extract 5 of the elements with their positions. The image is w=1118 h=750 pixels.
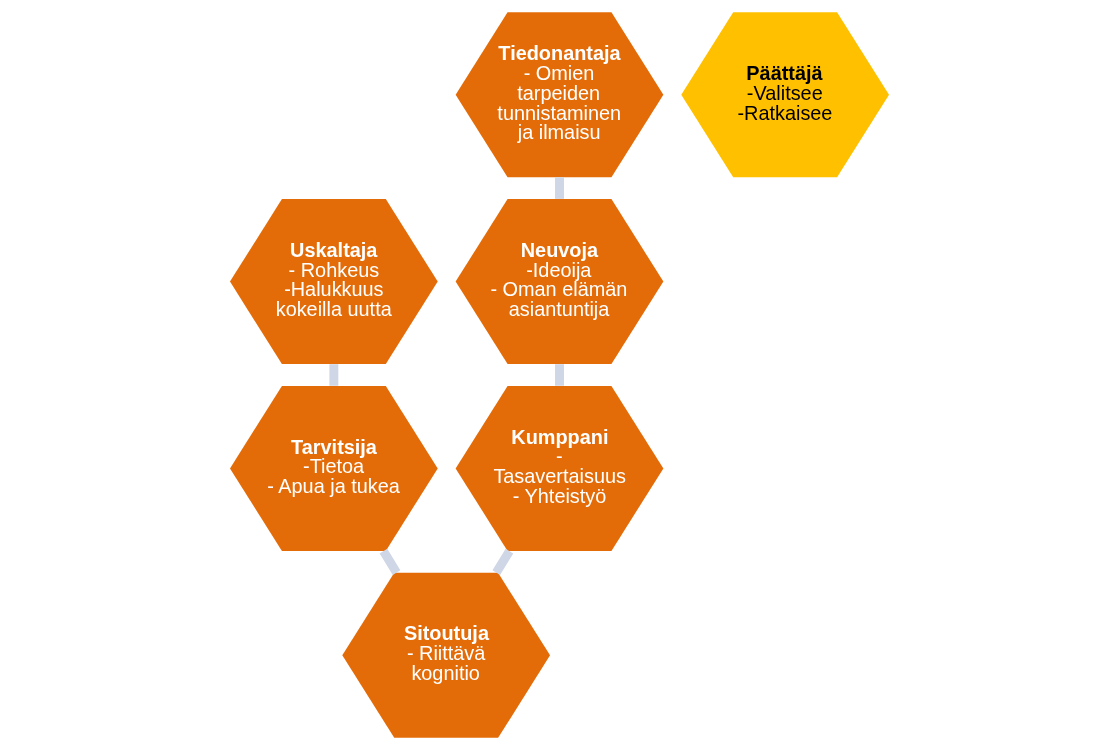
connector (554, 364, 564, 386)
connector (379, 548, 400, 575)
connector (554, 177, 564, 199)
connector (491, 548, 513, 575)
connector (328, 364, 338, 386)
